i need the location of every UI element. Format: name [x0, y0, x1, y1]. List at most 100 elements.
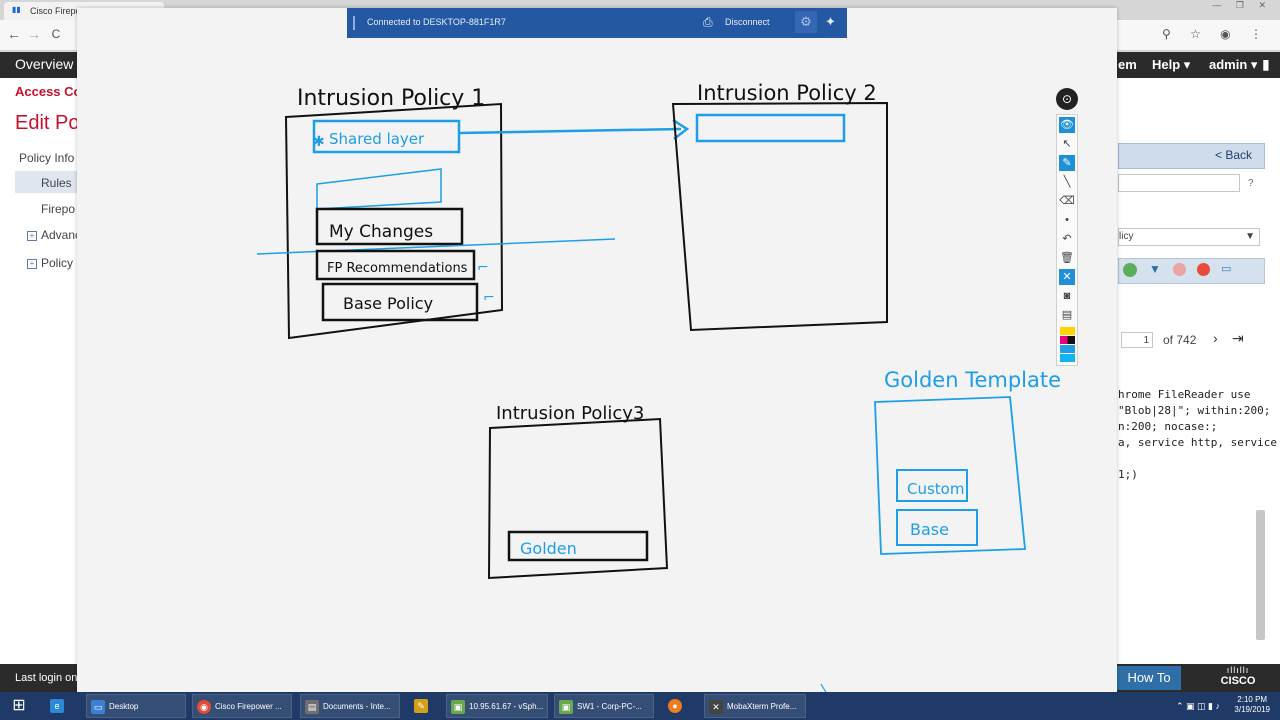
breadcrumb[interactable]: Access Co	[15, 84, 82, 99]
base-policy-box	[321, 282, 479, 322]
taskbar-item-sw1[interactable]: ▣ SW1 - Corp-PC-...	[554, 694, 654, 718]
nav-system-partial[interactable]: em	[1118, 57, 1137, 72]
blue-swatch[interactable]	[1060, 345, 1075, 353]
side-filter-input[interactable]	[1118, 174, 1240, 192]
disconnect-button[interactable]: Disconnect	[725, 17, 770, 27]
empty-layer-box	[316, 168, 442, 210]
view-icon[interactable]: 👁	[1059, 117, 1075, 133]
windows-start-icon[interactable]: ⊞	[12, 697, 26, 714]
line-icon[interactable]: ╲	[1063, 176, 1071, 188]
cisco-bars-icon: ıllıllı	[1226, 665, 1250, 675]
nav-overflow-icon[interactable]: ▮	[1262, 56, 1270, 72]
side-policy-select[interactable]: licy ▼	[1118, 228, 1260, 246]
menu-rules[interactable]: Rules	[41, 176, 72, 190]
check-mark-icon: ⌐	[477, 260, 489, 276]
taskbar-item-vsphere[interactable]: ▣ 10.95.61.67 - vSph...	[446, 694, 548, 718]
green-status-icon[interactable]	[1123, 263, 1137, 277]
nav-help[interactable]: Help ▾	[1152, 57, 1191, 72]
close-tool-icon[interactable]: ✕	[1059, 269, 1075, 285]
dot-icon[interactable]: •	[1065, 214, 1069, 226]
eraser-icon[interactable]: ⌫	[1059, 195, 1075, 207]
page-number-input[interactable]: 1	[1121, 332, 1153, 348]
menu-policy-info[interactable]: Policy Info	[19, 151, 75, 165]
my-changes-label: My Changes	[329, 222, 433, 242]
next-page-icon[interactable]: ›	[1213, 330, 1218, 346]
expand-plus-icon: +	[27, 230, 37, 241]
taskbar-item-mobaxterm[interactable]: ✕ MobaXterm Profe...	[704, 694, 806, 718]
undo-icon[interactable]: ↶	[1062, 233, 1072, 245]
base-policy-label: Base Policy	[343, 294, 433, 313]
rule-text-line: "Blob|28|"; within:200;	[1118, 404, 1271, 417]
cisco-logo: ıllıllı CISCO	[1212, 666, 1264, 690]
forward-arrow-icon[interactable]: →	[27, 26, 41, 42]
filter-icon[interactable]: ▼	[1149, 262, 1161, 276]
browser-right-icons[interactable]: ⚲ ☆ ◉ ⋮	[1161, 27, 1270, 41]
menu-advanced[interactable]: +Advanc	[27, 228, 81, 242]
fp-recommendations-box	[315, 249, 476, 281]
taskbar-item-desktop[interactable]: ▭ Desktop	[86, 694, 186, 718]
custom-label: Custom	[907, 480, 964, 498]
rdp-connection-title: Connected to DESKTOP-881F1R7	[367, 17, 506, 27]
golden-label: Golden	[520, 539, 577, 558]
taskbar-clock[interactable]: 2:10 PM 3/19/2019	[1234, 695, 1270, 715]
nav-overview[interactable]: Overview	[15, 56, 74, 72]
custom-box	[896, 469, 968, 502]
menu-firepower[interactable]: Firepo	[41, 202, 76, 216]
expand-plus-icon: +	[27, 258, 37, 269]
clear-filter-icon[interactable]	[1173, 263, 1186, 276]
gear-icon[interactable]: ⚙	[795, 11, 817, 33]
taskbar-item-documents[interactable]: ▤ Documents - Inte...	[300, 694, 400, 718]
policy1-box	[284, 102, 504, 340]
arrow-head	[672, 118, 690, 140]
taskbar-item-chrome[interactable]: ◉ Cisco Firepower ...	[192, 694, 292, 718]
whiteboard-canvas[interactable]: Intrusion Policy 1 ✱ Shared layer My Cha…	[77, 8, 1117, 700]
last-page-icon[interactable]: ⇥	[1232, 330, 1244, 346]
yellow-swatch[interactable]	[1060, 327, 1075, 335]
shared-layer-label: Shared layer	[329, 130, 425, 148]
grip-icon[interactable]	[353, 16, 355, 30]
help-icon[interactable]: ?	[1248, 178, 1254, 189]
fp-recommendations-label: FP Recommendations	[327, 261, 468, 276]
menu-policy[interactable]: +Policy	[27, 256, 73, 270]
policy3-box	[487, 417, 669, 580]
comment-icon[interactable]: ▭	[1221, 263, 1232, 275]
window-controls[interactable]: — ❐ ✕	[1212, 0, 1272, 10]
document-icon: ▤	[305, 700, 319, 714]
nav-admin[interactable]: admin ▾	[1209, 57, 1258, 72]
internet-explorer-icon: e	[50, 699, 64, 713]
golden-template-box	[874, 396, 1026, 555]
pen-toolbar-handle-icon[interactable]: ⊙	[1056, 88, 1078, 110]
clipboard-icon[interactable]: ▤	[1061, 309, 1073, 321]
cyan-swatch[interactable]	[1060, 354, 1075, 362]
disconnect-icon[interactable]: ⎙	[703, 15, 713, 29]
system-tray-icons[interactable]: ⌃ ▣ ◫ ▮ ♪	[1175, 701, 1220, 711]
my-changes-box	[315, 207, 464, 246]
pen-toolbar: 👁 ↖ ✎ ╲ ⌫ • ↶ 🗑 ✕ ◙ ▤	[1056, 114, 1078, 366]
trash-icon[interactable]: 🗑	[1060, 252, 1074, 264]
select-arrow-icon[interactable]: ↖	[1062, 138, 1072, 150]
golden-box	[507, 530, 649, 562]
side-scrollbar[interactable]	[1256, 510, 1265, 640]
stop-icon[interactable]	[1197, 263, 1210, 276]
firefox-icon: ●	[668, 699, 682, 713]
taskbar-item-firefox[interactable]: ●	[664, 694, 692, 718]
shared-layer-arrow	[458, 127, 682, 135]
cisco-logo-text: CISCO	[1220, 675, 1256, 687]
ie-icon[interactable]: e	[46, 694, 70, 718]
policy2-box	[671, 101, 888, 332]
back-arrow-icon[interactable]: ←	[7, 26, 21, 42]
reload-icon[interactable]: C	[51, 27, 61, 41]
chrome-icon: ◉	[197, 700, 211, 714]
pen-icon[interactable]: ✎	[1059, 155, 1075, 171]
pin-icon[interactable]: ✦	[825, 14, 836, 29]
policy2-shared-layer-box	[695, 113, 846, 143]
camera-icon[interactable]: ◙	[1063, 290, 1071, 302]
how-to-button[interactable]: How To	[1117, 666, 1181, 690]
policy3-title: Intrusion Policy3	[496, 403, 644, 424]
taskbar-item-tool[interactable]: ✎	[410, 694, 438, 718]
base-label: Base	[910, 520, 949, 539]
magenta-black-swatch[interactable]	[1060, 336, 1075, 344]
shared-layer-box	[312, 119, 461, 154]
back-button[interactable]: < Back	[1215, 148, 1253, 162]
golden-template-title: Golden Template	[884, 368, 1061, 392]
